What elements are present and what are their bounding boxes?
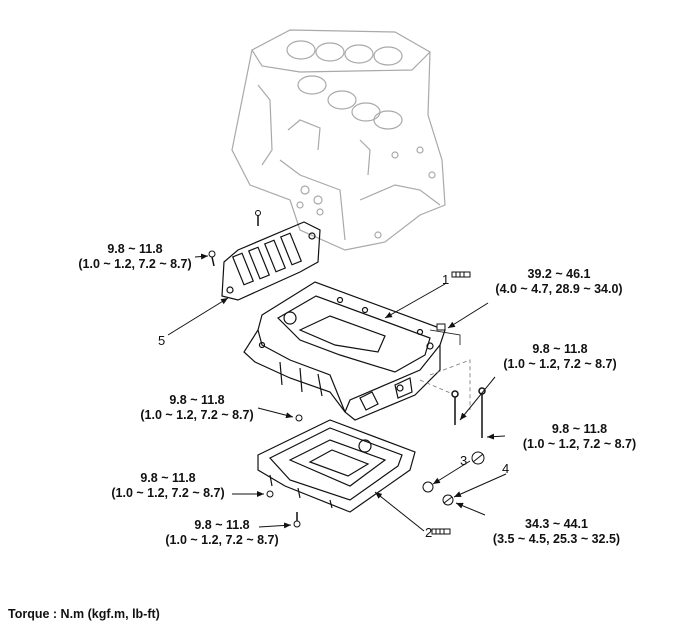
torque-callout: 9.8 ~ 11.8 (1.0 ~ 1.2, 7.2 ~ 8.7) bbox=[490, 342, 630, 372]
torque-unit-footnote: Torque : N.m (kgf.m, lb-ft) bbox=[8, 607, 160, 621]
part-number-4: 4 bbox=[502, 461, 510, 476]
torque-value-alt: (4.0 ~ 4.7, 28.9 ~ 34.0) bbox=[495, 282, 623, 296]
torque-value-alt: (1.0 ~ 1.2, 7.2 ~ 8.7) bbox=[111, 486, 225, 500]
torque-value-nm: 9.8 ~ 11.8 bbox=[532, 342, 588, 356]
torque-value-nm: 9.8 ~ 11.8 bbox=[551, 422, 608, 436]
torque-value-alt: (1.0 ~ 1.2, 7.2 ~ 8.7) bbox=[165, 533, 279, 547]
part-number-1: 1 bbox=[442, 272, 450, 287]
torque-value-nm: 9.8 ~ 11.8 bbox=[169, 393, 225, 407]
part-number-5: 5 bbox=[158, 333, 166, 348]
torque-value-alt: (3.5 ~ 4.5, 25.3 ~ 32.5) bbox=[492, 532, 621, 546]
torque-value-alt: (1.0 ~ 1.2, 7.2 ~ 8.7) bbox=[140, 408, 254, 422]
torque-value-nm: 39.2 ~ 46.1 bbox=[527, 267, 591, 281]
torque-value-nm: 34.3 ~ 44.1 bbox=[525, 517, 588, 531]
part-number-2: 2 bbox=[425, 525, 433, 540]
pan-bolt-bottom bbox=[293, 520, 301, 528]
torque-value-nm: 9.8 ~ 11.8 bbox=[107, 242, 163, 256]
torque-callout: 9.8 ~ 11.8 (1.0 ~ 1.2, 7.2 ~ 8.7) bbox=[103, 471, 233, 501]
long-bolts bbox=[451, 387, 486, 438]
torque-value-alt: (1.0 ~ 1.2, 7.2 ~ 8.7) bbox=[522, 437, 637, 451]
sealant-tubes bbox=[431, 271, 471, 535]
engine-block bbox=[231, 29, 446, 251]
upper-oil-pan bbox=[243, 281, 446, 421]
baffle-bolt-front bbox=[208, 250, 216, 267]
part-number-3: 3 bbox=[460, 453, 468, 468]
torque-callout: 9.8 ~ 11.8 (1.0 ~ 1.2, 7.2 ~ 8.7) bbox=[157, 518, 287, 548]
torque-value-alt: (1.0 ~ 1.2, 7.2 ~ 8.7) bbox=[503, 357, 617, 371]
baffle-plate bbox=[221, 221, 321, 301]
torque-callout: 39.2 ~ 46.1 (4.0 ~ 4.7, 28.9 ~ 34.0) bbox=[484, 267, 634, 297]
torque-value-nm: 9.8 ~ 11.8 bbox=[140, 471, 196, 485]
pan-bolt-lower-left bbox=[266, 490, 274, 498]
dashed-guides bbox=[419, 359, 471, 420]
torque-value-nm: 9.8 ~ 11.8 bbox=[194, 518, 250, 532]
torque-callout: 9.8 ~ 11.8 (1.0 ~ 1.2, 7.2 ~ 8.7) bbox=[512, 422, 647, 452]
leader-lines bbox=[167, 253, 507, 532]
torque-callout: 9.8 ~ 11.8 (1.0 ~ 1.2, 7.2 ~ 8.7) bbox=[132, 393, 262, 423]
torque-callout: 34.3 ~ 44.1 (3.5 ~ 4.5, 25.3 ~ 32.5) bbox=[484, 517, 629, 547]
pan-bolt-left bbox=[295, 414, 303, 422]
torque-callout: 9.8 ~ 11.8 (1.0 ~ 1.2, 7.2 ~ 8.7) bbox=[75, 242, 195, 272]
pan-bolt-upper bbox=[429, 323, 461, 345]
drain-plug-gasket bbox=[422, 451, 485, 506]
torque-value-alt: (1.0 ~ 1.2, 7.2 ~ 8.7) bbox=[78, 257, 192, 271]
lower-oil-pan bbox=[257, 419, 416, 513]
